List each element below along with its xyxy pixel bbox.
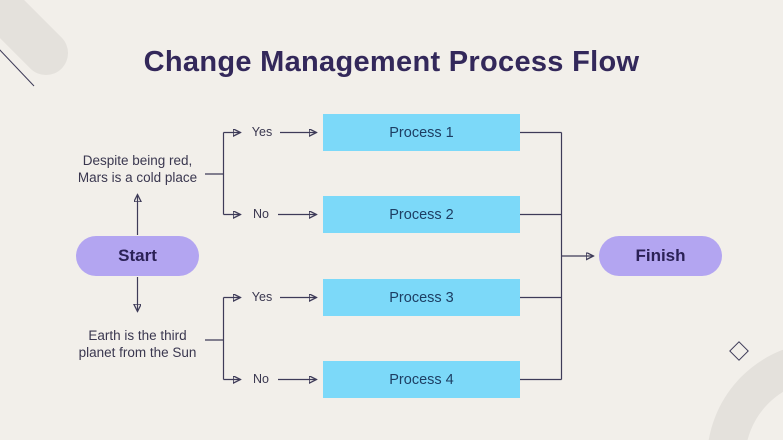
decision-1-line2: Mars is a cold place	[77, 170, 198, 185]
decision-2-no-label: No	[253, 372, 269, 386]
finish-node: Finish	[599, 236, 722, 276]
finish-label: Finish	[635, 246, 686, 265]
process-1-label: Process 1	[389, 124, 454, 141]
decision-1-no-label: No	[253, 207, 269, 221]
start-node: Start	[76, 236, 199, 276]
process-3-node: Process 3	[323, 279, 520, 316]
decor-diamond-icon	[729, 341, 749, 361]
decision-1-text: Despite being red, Mars is a cold place	[50, 152, 225, 186]
process-3-label: Process 3	[389, 289, 454, 306]
decision-2-line1: Earth is the third	[88, 328, 187, 343]
decision-1-line1: Despite being red,	[82, 153, 193, 168]
process-4-node: Process 4	[323, 361, 520, 398]
slide-title: Change Management Process Flow	[143, 46, 640, 78]
process-2-node: Process 2	[323, 196, 520, 233]
start-label: Start	[118, 246, 157, 265]
decision-2-text: Earth is the third planet from the Sun	[50, 327, 225, 361]
decision-2-line2: planet from the Sun	[78, 345, 197, 360]
process-1-node: Process 1	[323, 114, 520, 151]
decision-2-yes-label: Yes	[251, 290, 273, 304]
decor-ring-shape	[707, 342, 783, 440]
decision-1-yes-label: Yes	[251, 125, 273, 139]
process-2-label: Process 2	[389, 206, 454, 223]
process-4-label: Process 4	[389, 371, 454, 388]
